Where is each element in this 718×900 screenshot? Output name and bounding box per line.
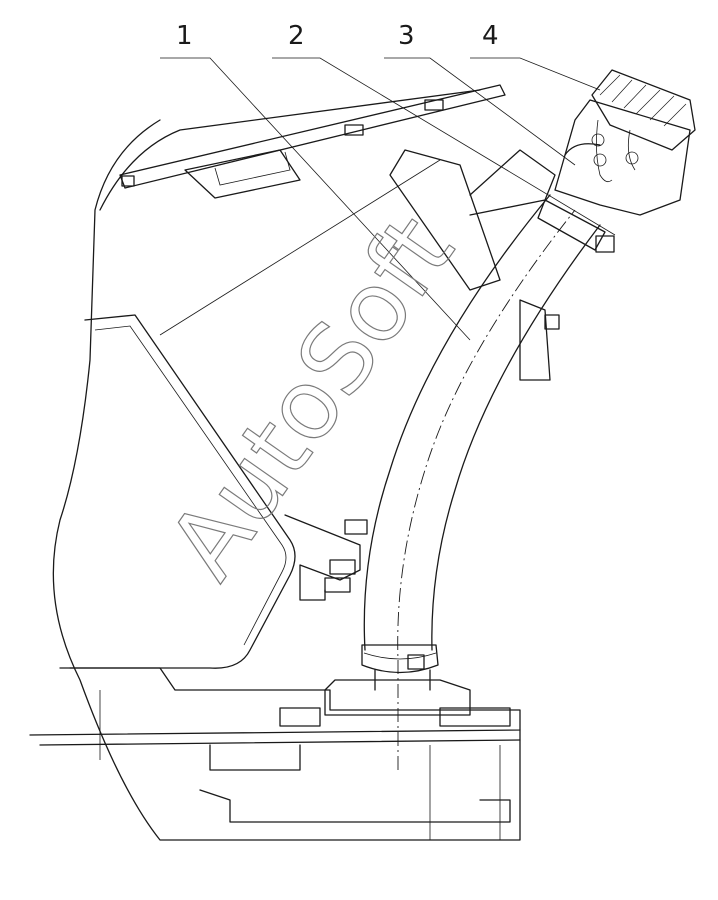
- floor-lines: [99, 690, 501, 840]
- hose-centerline: [397, 209, 576, 770]
- floor-plate: [29, 667, 521, 736]
- filler-hose-right-wall: [431, 224, 601, 651]
- side-panel-inner: [94, 325, 287, 646]
- neck-stub: [374, 669, 431, 691]
- floor-plate-lower: [39, 739, 521, 746]
- side-clamp: [519, 299, 551, 381]
- lower-hose-clamp: [361, 644, 439, 674]
- clamp-nut: [544, 314, 560, 330]
- lid-bracket: [184, 149, 301, 199]
- floor-channel: [209, 744, 301, 771]
- filler-cap-hatching: [599, 74, 687, 127]
- leader-3: [384, 57, 576, 166]
- lid-nut-2: [424, 99, 444, 111]
- filler-cap: [591, 69, 696, 151]
- mount-bracket: [284, 514, 361, 601]
- upper-hose-clamp: [537, 199, 606, 251]
- watermark: AutoSoft: [147, 196, 475, 598]
- mount-nut-3: [324, 577, 351, 593]
- chain-link-3: [625, 151, 639, 165]
- side-panel: [69, 314, 296, 669]
- neck-flange: [324, 679, 471, 716]
- lower-hose-clamp-band: [363, 652, 437, 660]
- bolt-left: [279, 707, 321, 727]
- leader-1: [160, 57, 471, 341]
- leader-4: [470, 57, 601, 91]
- chain-link-2: [593, 153, 607, 167]
- chain-link-1: [591, 133, 605, 147]
- upper-clamp-screw: [595, 235, 615, 253]
- mount-nut-2: [329, 559, 356, 575]
- lid-nut-3: [121, 175, 135, 187]
- upper-block: [389, 149, 501, 291]
- lid-nut-1: [344, 124, 364, 136]
- callout-1: 1: [176, 21, 193, 51]
- leader-2: [272, 57, 616, 236]
- callout-3: 3: [398, 21, 415, 51]
- floor-step: [199, 789, 511, 823]
- leader-1b: [159, 159, 441, 336]
- bolt-right: [439, 707, 511, 727]
- cap-tether-chain: [596, 119, 636, 183]
- upper-block-face: [469, 149, 556, 216]
- filler-hose-left-wall: [363, 194, 551, 651]
- callout-2: 2: [288, 21, 305, 51]
- tank-outline: [52, 119, 521, 841]
- mount-nut-1: [344, 519, 368, 535]
- callout-4: 4: [482, 21, 499, 51]
- filler-neck-body: [554, 99, 691, 216]
- tank-top-lid: [119, 84, 506, 189]
- lid-bracket-2: [214, 151, 291, 186]
- filler-neck-lip: [564, 143, 601, 156]
- lower-clamp-screw: [407, 654, 425, 670]
- tank-inner-wall: [99, 89, 481, 211]
